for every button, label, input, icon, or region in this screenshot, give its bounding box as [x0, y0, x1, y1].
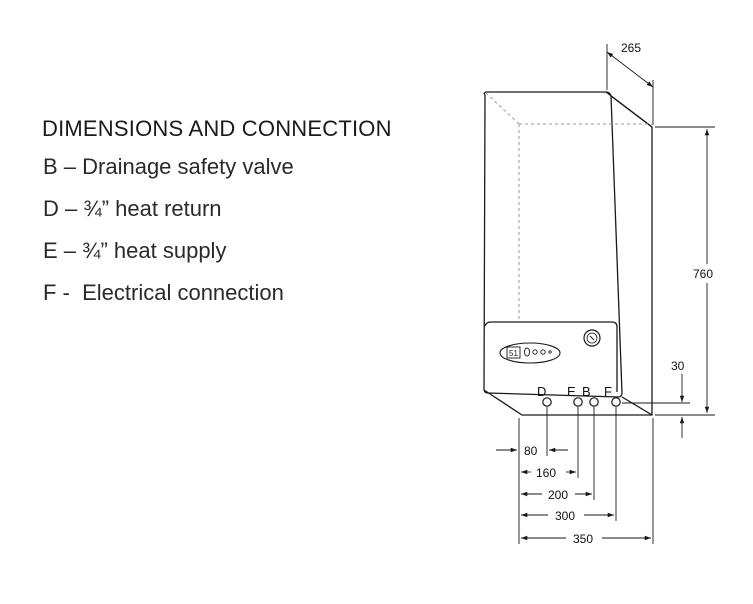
hidden-edges	[485, 92, 652, 322]
control-knob-icon	[524, 347, 530, 357]
label-b: B	[582, 384, 591, 399]
legend: DIMENSIONS AND CONNECTION B – Drainage s…	[42, 116, 392, 324]
legend-item-b: B – Drainage safety valve	[43, 154, 294, 179]
pressure-gauge-icon	[583, 329, 601, 347]
connection-f	[611, 397, 621, 407]
dim-height	[655, 126, 715, 416]
connections	[542, 397, 621, 407]
connection-e	[573, 397, 583, 407]
label-e: E	[567, 384, 576, 399]
bottom-face	[483, 389, 652, 416]
top-edge	[610, 95, 653, 128]
lower-panel	[484, 321, 618, 392]
dim-bottom-offset	[622, 374, 690, 438]
connection-d	[542, 397, 552, 407]
connection-b	[589, 397, 599, 407]
legend-item-f: F - Electrical connection	[43, 280, 284, 305]
indicator-icon	[540, 349, 546, 355]
dim-d-offset-label: 80	[524, 444, 538, 458]
legend-item-e: E – ¾” heat supply	[43, 238, 227, 263]
dim-f-offset-label: 300	[555, 509, 575, 523]
indicator-icon	[548, 350, 552, 354]
control-panel: 51	[499, 329, 601, 364]
dim-bottom-offset-label: 30	[671, 359, 685, 373]
display-readout: 51	[509, 349, 518, 358]
dim-depth	[606, 44, 654, 125]
display-window	[499, 342, 561, 364]
dim-e-offset-label: 160	[536, 466, 556, 480]
label-d: D	[537, 384, 546, 399]
legend-title: DIMENSIONS AND CONNECTION	[42, 116, 392, 141]
boiler-body	[483, 91, 653, 416]
dim-height-label: 760	[693, 267, 713, 281]
legend-item-d: D – ¾” heat return	[43, 196, 222, 221]
dim-width-label: 350	[573, 532, 593, 546]
front-face	[483, 91, 623, 398]
dim-b-offset-label: 200	[548, 488, 568, 502]
dim-offsets	[496, 407, 654, 544]
label-f: F	[604, 384, 612, 399]
dim-depth-label: 265	[621, 41, 641, 55]
indicator-icon	[532, 349, 538, 355]
